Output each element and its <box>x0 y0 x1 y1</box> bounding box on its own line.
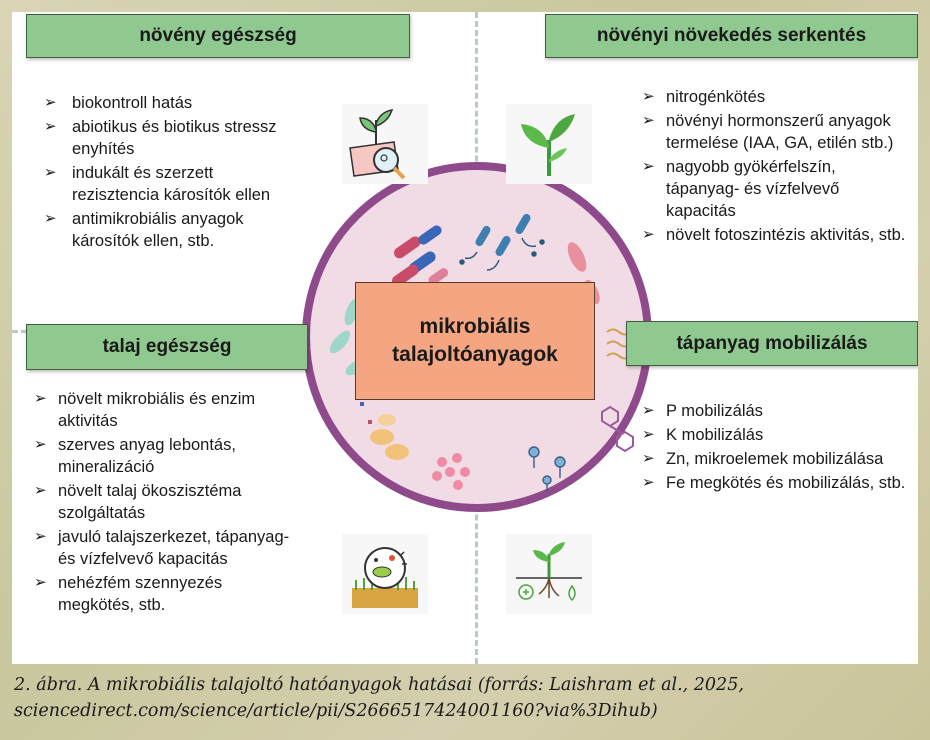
list-item: ➢ antimikrobiális anyagok károsítók ellen… <box>38 208 288 252</box>
list-item: ➢ abiotikus és biotikus stressz enyhítés <box>38 116 288 160</box>
list-item: ➢ indukált és szerzett rezisztencia káros… <box>38 162 288 206</box>
list-item: ➢ növelt fotoszintézis aktivitás, stb. <box>636 224 906 246</box>
center-label-line2: talajoltóanyagok <box>392 343 558 366</box>
header-plant-growth: növényi növekedés serkentés <box>545 14 918 58</box>
list-item: ➢ K mobilizálás <box>636 424 906 446</box>
bullet-icon: ➢ <box>642 426 655 443</box>
list-item-text: K mobilizálás <box>666 426 764 444</box>
list-item: ➢ biokontroll hatás <box>38 92 288 114</box>
list-item-text: javuló talajszerkezet, tápanyag- és vízf… <box>58 528 290 568</box>
bullet-icon: ➢ <box>642 112 655 129</box>
list-item-text: nitrogénkötés <box>666 88 766 106</box>
list-item-text: biokontroll hatás <box>72 94 193 112</box>
bullet-icon: ➢ <box>44 94 57 111</box>
bullet-icon: ➢ <box>642 474 655 491</box>
list-item: ➢ nitrogénkötés <box>636 86 906 108</box>
header-plant-growth-label: növényi növekedés serkentés <box>596 25 867 46</box>
list-plant-health: ➢ biokontroll hatás ➢ abiotikus és biotiku… <box>38 92 288 254</box>
cocci-cluster-icon <box>360 402 409 460</box>
list-item: ➢ javuló talajszerkezet, tápanyag- és víz… <box>28 526 298 570</box>
list-item-text: növelt fotoszintézis aktivitás, stb. <box>666 226 906 244</box>
header-soil-health: talaj egészség <box>26 324 308 370</box>
header-nutrient-mobilization-label: tápanyag mobilizálás <box>676 332 868 354</box>
bullet-icon: ➢ <box>642 88 655 105</box>
diagram-panel: növény egészség növényi növekedés serken… <box>12 12 918 664</box>
list-soil-health: ➢ növelt mikrobiális és enzim aktivitás ➢… <box>28 388 298 618</box>
bullet-icon: ➢ <box>34 436 47 453</box>
caption-line-2: sciencedirect.com/science/article/pii/S2… <box>14 701 658 721</box>
list-item-text: nehézfém szennyezés megkötés, stb. <box>58 574 223 614</box>
list-item: ➢ Fe megkötés és mobilizálás, stb. <box>636 472 906 494</box>
rod-bacteria-icon <box>392 225 449 287</box>
list-item: ➢ nagyobb gyökérfelszín, tápanyag- és víz… <box>636 156 906 222</box>
list-item-text: Fe megkötés és mobilizálás, stb. <box>666 474 906 492</box>
list-item: ➢ növényi hormonszerű anyagok termelése (… <box>636 110 906 154</box>
list-item-text: növényi hormonszerű anyagok termelése (I… <box>666 112 894 152</box>
list-item-text: szerves anyag lebontás, mineralizáció <box>58 436 236 476</box>
list-plant-growth: ➢ nitrogénkötés ➢ növényi hormonszerű anya… <box>636 86 906 248</box>
phage-icon <box>528 446 566 492</box>
flagellate-bacteria-icon <box>459 213 545 271</box>
list-item: ➢ növelt mikrobiális és enzim aktivitás <box>28 388 298 432</box>
header-plant-health-label: növény egészség <box>139 25 297 46</box>
list-item-text: Zn, mikroelemek mobilizálása <box>666 450 884 468</box>
bullet-icon: ➢ <box>44 118 57 135</box>
header-plant-health: növény egészség <box>26 14 410 58</box>
bullet-icon: ➢ <box>642 158 655 175</box>
bullet-icon: ➢ <box>44 164 57 181</box>
spore-cluster-icon <box>432 453 470 490</box>
list-item-text: növelt mikrobiális és enzim aktivitás <box>58 390 256 430</box>
plant-inspection-icon <box>342 104 428 184</box>
center-label-box: mikrobiális talajoltóanyagok <box>355 282 595 400</box>
list-item: ➢ P mobilizálás <box>636 400 906 422</box>
list-item-text: antimikrobiális anyagok károsítók ellen,… <box>72 210 244 250</box>
figure-caption: 2. ábra. A mikrobiális talajoltó hatóany… <box>14 672 919 724</box>
list-item: ➢ nehézfém szennyezés megkötés, stb. <box>28 572 298 616</box>
bullet-icon: ➢ <box>34 390 47 407</box>
bullet-icon: ➢ <box>44 210 57 227</box>
list-item-text: abiotikus és biotikus stressz enyhítés <box>72 118 277 158</box>
list-nutrient-mobilization: ➢ P mobilizálás ➢ K mobilizálás ➢ Zn, mikro… <box>636 400 906 496</box>
soil-microbe-icon <box>342 534 428 614</box>
list-item-text: P mobilizálás <box>666 402 763 420</box>
caption-line-1: 2. ábra. A mikrobiális talajoltó hatóany… <box>14 675 744 695</box>
center-label-line1: mikrobiális <box>419 315 531 338</box>
bullet-icon: ➢ <box>642 226 655 243</box>
list-item-text: növelt talaj ökoszisztéma szolgáltatás <box>58 482 242 522</box>
header-nutrient-mobilization: tápanyag mobilizálás <box>626 321 918 366</box>
list-item-text: indukált és szerzett rezisztencia károsí… <box>72 164 271 204</box>
molecule-icon <box>601 405 634 453</box>
root-nutrient-icon <box>506 534 592 614</box>
list-item-text: nagyobb gyökérfelszín, tápanyag- és vízf… <box>666 158 840 220</box>
bullet-icon: ➢ <box>34 574 47 591</box>
bullet-icon: ➢ <box>642 450 655 467</box>
seedling-icon <box>506 104 592 184</box>
bullet-icon: ➢ <box>34 528 47 545</box>
list-item: ➢ szerves anyag lebontás, mineralizáció <box>28 434 298 478</box>
microbes-illustration <box>329 213 644 492</box>
list-item: ➢ Zn, mikroelemek mobilizálása <box>636 448 906 470</box>
list-item: ➢ növelt talaj ökoszisztéma szolgáltatás <box>28 480 298 524</box>
bullet-icon: ➢ <box>642 402 655 419</box>
header-soil-health-label: talaj egészség <box>102 336 232 357</box>
bullet-icon: ➢ <box>34 482 47 499</box>
